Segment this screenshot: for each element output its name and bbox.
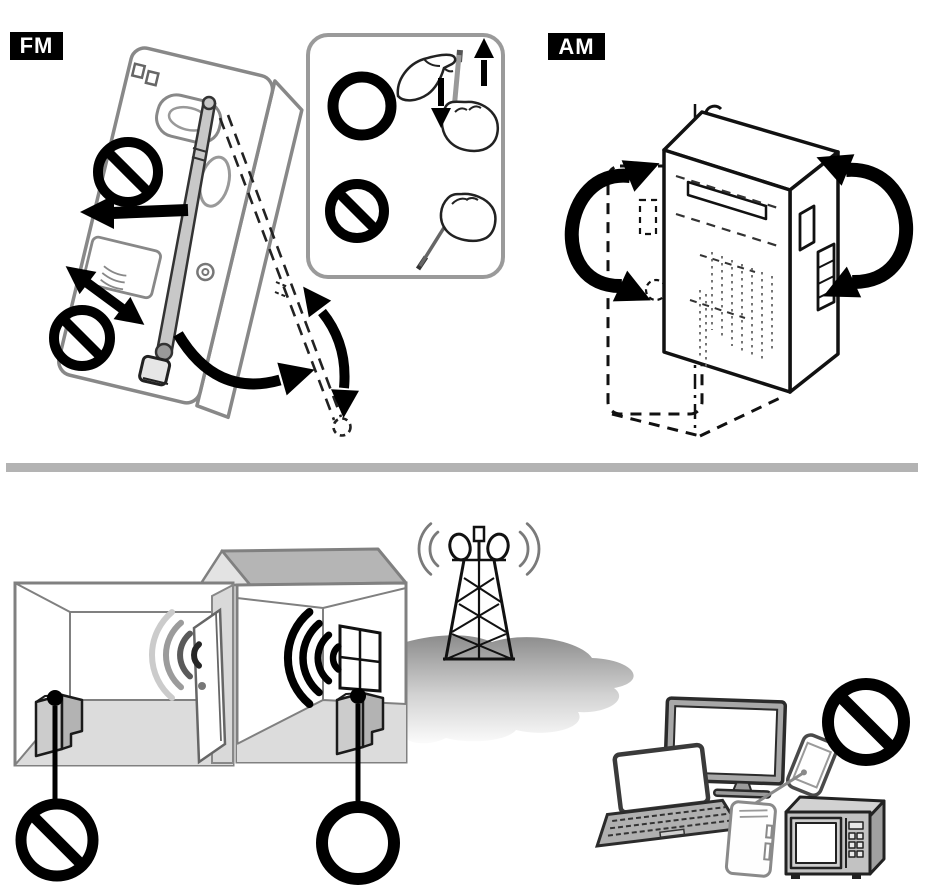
- fm-antenna-alt-position-dashed: [218, 114, 352, 437]
- arrow-up-icon: [474, 38, 494, 86]
- arrow-down-icon: [431, 78, 451, 128]
- reception-scene: [13, 522, 634, 885]
- prohibition-icon: [49, 305, 115, 371]
- hands-extending-antenna: [396, 38, 499, 153]
- laptop: [594, 742, 743, 848]
- prohibition-icon: [15, 798, 99, 882]
- radio-wave-icon: [417, 522, 541, 576]
- strong-signal-waves: [284, 608, 342, 708]
- window: [338, 624, 382, 693]
- callout-dot: [47, 690, 63, 706]
- callout-dot: [350, 688, 366, 704]
- am-band-label: AM: [548, 33, 605, 60]
- prohibition-icon: [822, 678, 910, 766]
- door: [192, 607, 227, 765]
- direction-arrow-icon: [173, 331, 320, 396]
- fm-radio-rear-view: [57, 46, 304, 420]
- house-roof: [220, 547, 408, 587]
- direction-arrow-icon: [291, 278, 359, 419]
- section-divider: [6, 463, 918, 472]
- prohibition-icon: [93, 137, 163, 207]
- fm-antenna-instructions: [49, 46, 359, 437]
- hand-pulling-antenna-tip: [415, 192, 497, 271]
- prohibition-icon: [325, 179, 389, 243]
- am-rotation-instructions: [564, 104, 914, 438]
- smartphone: [786, 733, 839, 797]
- rotate-arrow-icon: [810, 141, 914, 312]
- portable-radio: [724, 769, 807, 878]
- left-room: [13, 581, 235, 801]
- fm-telescopic-antenna: [138, 95, 217, 387]
- broadcast-tower-icon: [443, 525, 515, 661]
- interference-scene: [594, 678, 910, 879]
- ground-shadow: [406, 635, 634, 744]
- rotate-arrow-icon: [564, 147, 666, 316]
- allowed-icon: [327, 71, 397, 141]
- direction-arrow-icon: [80, 195, 189, 229]
- microwave-oven: [784, 795, 886, 879]
- right-room: [235, 581, 408, 804]
- fm-band-label: FM: [10, 32, 63, 60]
- am-radio: [662, 104, 840, 394]
- allowed-icon: [316, 801, 400, 885]
- antenna-handling-inset: [306, 33, 505, 279]
- weak-signal-waves: [148, 609, 202, 701]
- direction-arrow-icon: [57, 254, 153, 337]
